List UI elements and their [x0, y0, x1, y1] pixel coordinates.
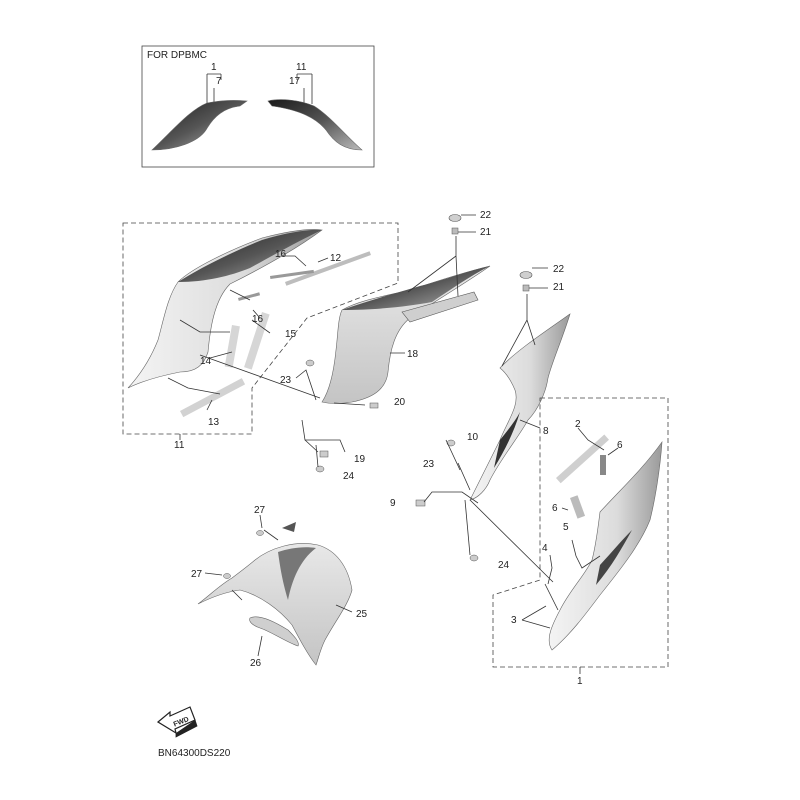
- leader-lines: [167, 214, 619, 674]
- panel-8-inner: [494, 412, 520, 468]
- inset-box: FOR DPBMC 1 7 11 17: [141, 45, 375, 168]
- callout-15: 15: [285, 329, 297, 340]
- part-16b: [237, 292, 261, 301]
- callout-22-right: 22: [553, 264, 565, 275]
- callout-24-left: 24: [343, 471, 355, 482]
- callout-3: 3: [511, 615, 517, 626]
- callout-16-lower: 16: [252, 314, 264, 325]
- callout-9: 9: [390, 498, 396, 509]
- callout-labels: 22 21 22 21 16 12 16 15 14 18 23 20 13 1…: [174, 210, 623, 687]
- callout-10: 10: [467, 432, 479, 443]
- part-16a: [270, 269, 314, 279]
- fastener-21b: [522, 284, 530, 292]
- assembly-11-box: [122, 222, 399, 435]
- callout-27-top: 27: [254, 505, 266, 516]
- fastener-21a: [451, 227, 459, 235]
- callout-24-right: 24: [498, 560, 510, 571]
- callout-21-right: 21: [553, 282, 565, 293]
- callout-19: 19: [354, 454, 366, 465]
- callout-5: 5: [563, 522, 569, 533]
- fastener-24b: [469, 554, 479, 562]
- clip-19: [319, 450, 329, 458]
- callout-14: 14: [200, 356, 212, 367]
- inset-label-11: 11: [296, 62, 307, 73]
- callout-11: 11: [174, 440, 185, 451]
- panel-1-dark: [596, 530, 632, 585]
- panel-8: [469, 313, 571, 501]
- callout-6-upper: 6: [617, 440, 623, 451]
- callout-16-upper: 16: [275, 249, 287, 260]
- panel-25: [197, 543, 353, 666]
- fastener-22b: [519, 271, 533, 279]
- part-6a: [600, 455, 606, 475]
- callout-26: 26: [250, 658, 262, 669]
- callout-12: 12: [330, 253, 342, 264]
- inset-left-trim: [151, 100, 248, 151]
- assembly-1-box: [492, 397, 669, 668]
- part-12: [285, 251, 371, 286]
- inset-label-17: 17: [289, 76, 301, 87]
- inset-label-1: 1: [211, 62, 217, 73]
- callout-8: 8: [543, 426, 549, 437]
- callout-21-top: 21: [480, 227, 492, 238]
- callout-27-left: 27: [191, 569, 203, 580]
- panel-11: [127, 229, 323, 389]
- panel-25-dark: [278, 547, 316, 600]
- callout-18: 18: [407, 349, 419, 360]
- inset-title: FOR DPBMC: [147, 50, 207, 61]
- callout-4: 4: [542, 543, 548, 554]
- part-14: [224, 324, 240, 368]
- fastener-22a: [448, 214, 462, 222]
- callout-2: 2: [575, 419, 581, 430]
- fwd-arrow-icon: FWD: [156, 706, 198, 738]
- part-6b: [570, 495, 586, 519]
- part-2: [555, 434, 609, 484]
- callout-20: 20: [394, 397, 406, 408]
- callout-22-top: 22: [480, 210, 492, 221]
- callout-6-lower: 6: [552, 503, 558, 514]
- flag-27: [282, 522, 296, 532]
- panel-18: [321, 265, 491, 404]
- panel-11-dark-edge: [178, 229, 322, 282]
- diagram-code: BN64300DS220: [158, 748, 231, 759]
- callout-1: 1: [577, 676, 583, 687]
- fastener-24a: [315, 465, 325, 473]
- bracket-18: [401, 291, 479, 323]
- clip-20: [369, 402, 379, 409]
- inset-label-7: 7: [216, 76, 222, 87]
- fastener-23a: [305, 359, 315, 367]
- part-15: [244, 312, 270, 370]
- callout-13: 13: [208, 417, 220, 428]
- callout-23-right: 23: [423, 459, 435, 470]
- callout-25: 25: [356, 609, 368, 620]
- callout-23-left: 23: [280, 375, 292, 386]
- fastener-27b: [223, 573, 231, 579]
- fastener-27a: [256, 530, 264, 536]
- panel-1: [548, 440, 663, 651]
- inset-right-trim: [267, 99, 363, 151]
- panel-18-dark: [342, 266, 490, 310]
- part-13: [179, 378, 246, 418]
- clip-9: [415, 499, 426, 507]
- part-26: [249, 616, 299, 647]
